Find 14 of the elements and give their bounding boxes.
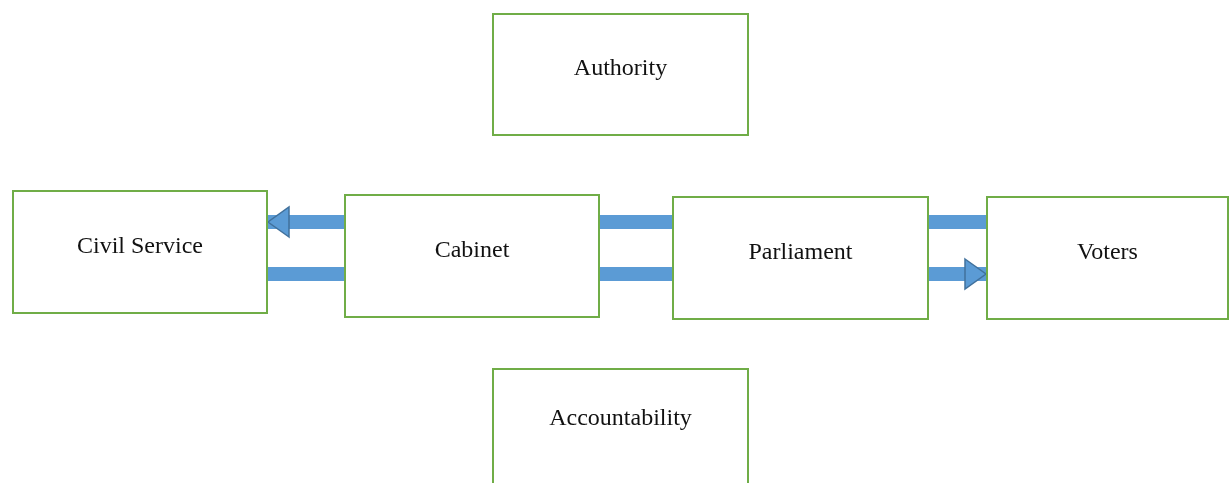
text-box: [12, 190, 268, 314]
box-label: Civil Service: [77, 231, 203, 259]
text-box: [344, 194, 600, 318]
block-arrow: [267, 206, 344, 238]
text-box: [986, 196, 1229, 320]
box-label: Voters: [1077, 237, 1138, 265]
text-box: [492, 13, 749, 136]
block-arrow: [929, 258, 987, 290]
box-label: Accountability: [549, 404, 692, 431]
text-box: [672, 196, 929, 320]
box-label: Authority: [573, 54, 668, 81]
box-label: Cabinet: [434, 235, 510, 263]
text-box: [492, 368, 749, 483]
box-label: Parliament: [748, 237, 853, 265]
